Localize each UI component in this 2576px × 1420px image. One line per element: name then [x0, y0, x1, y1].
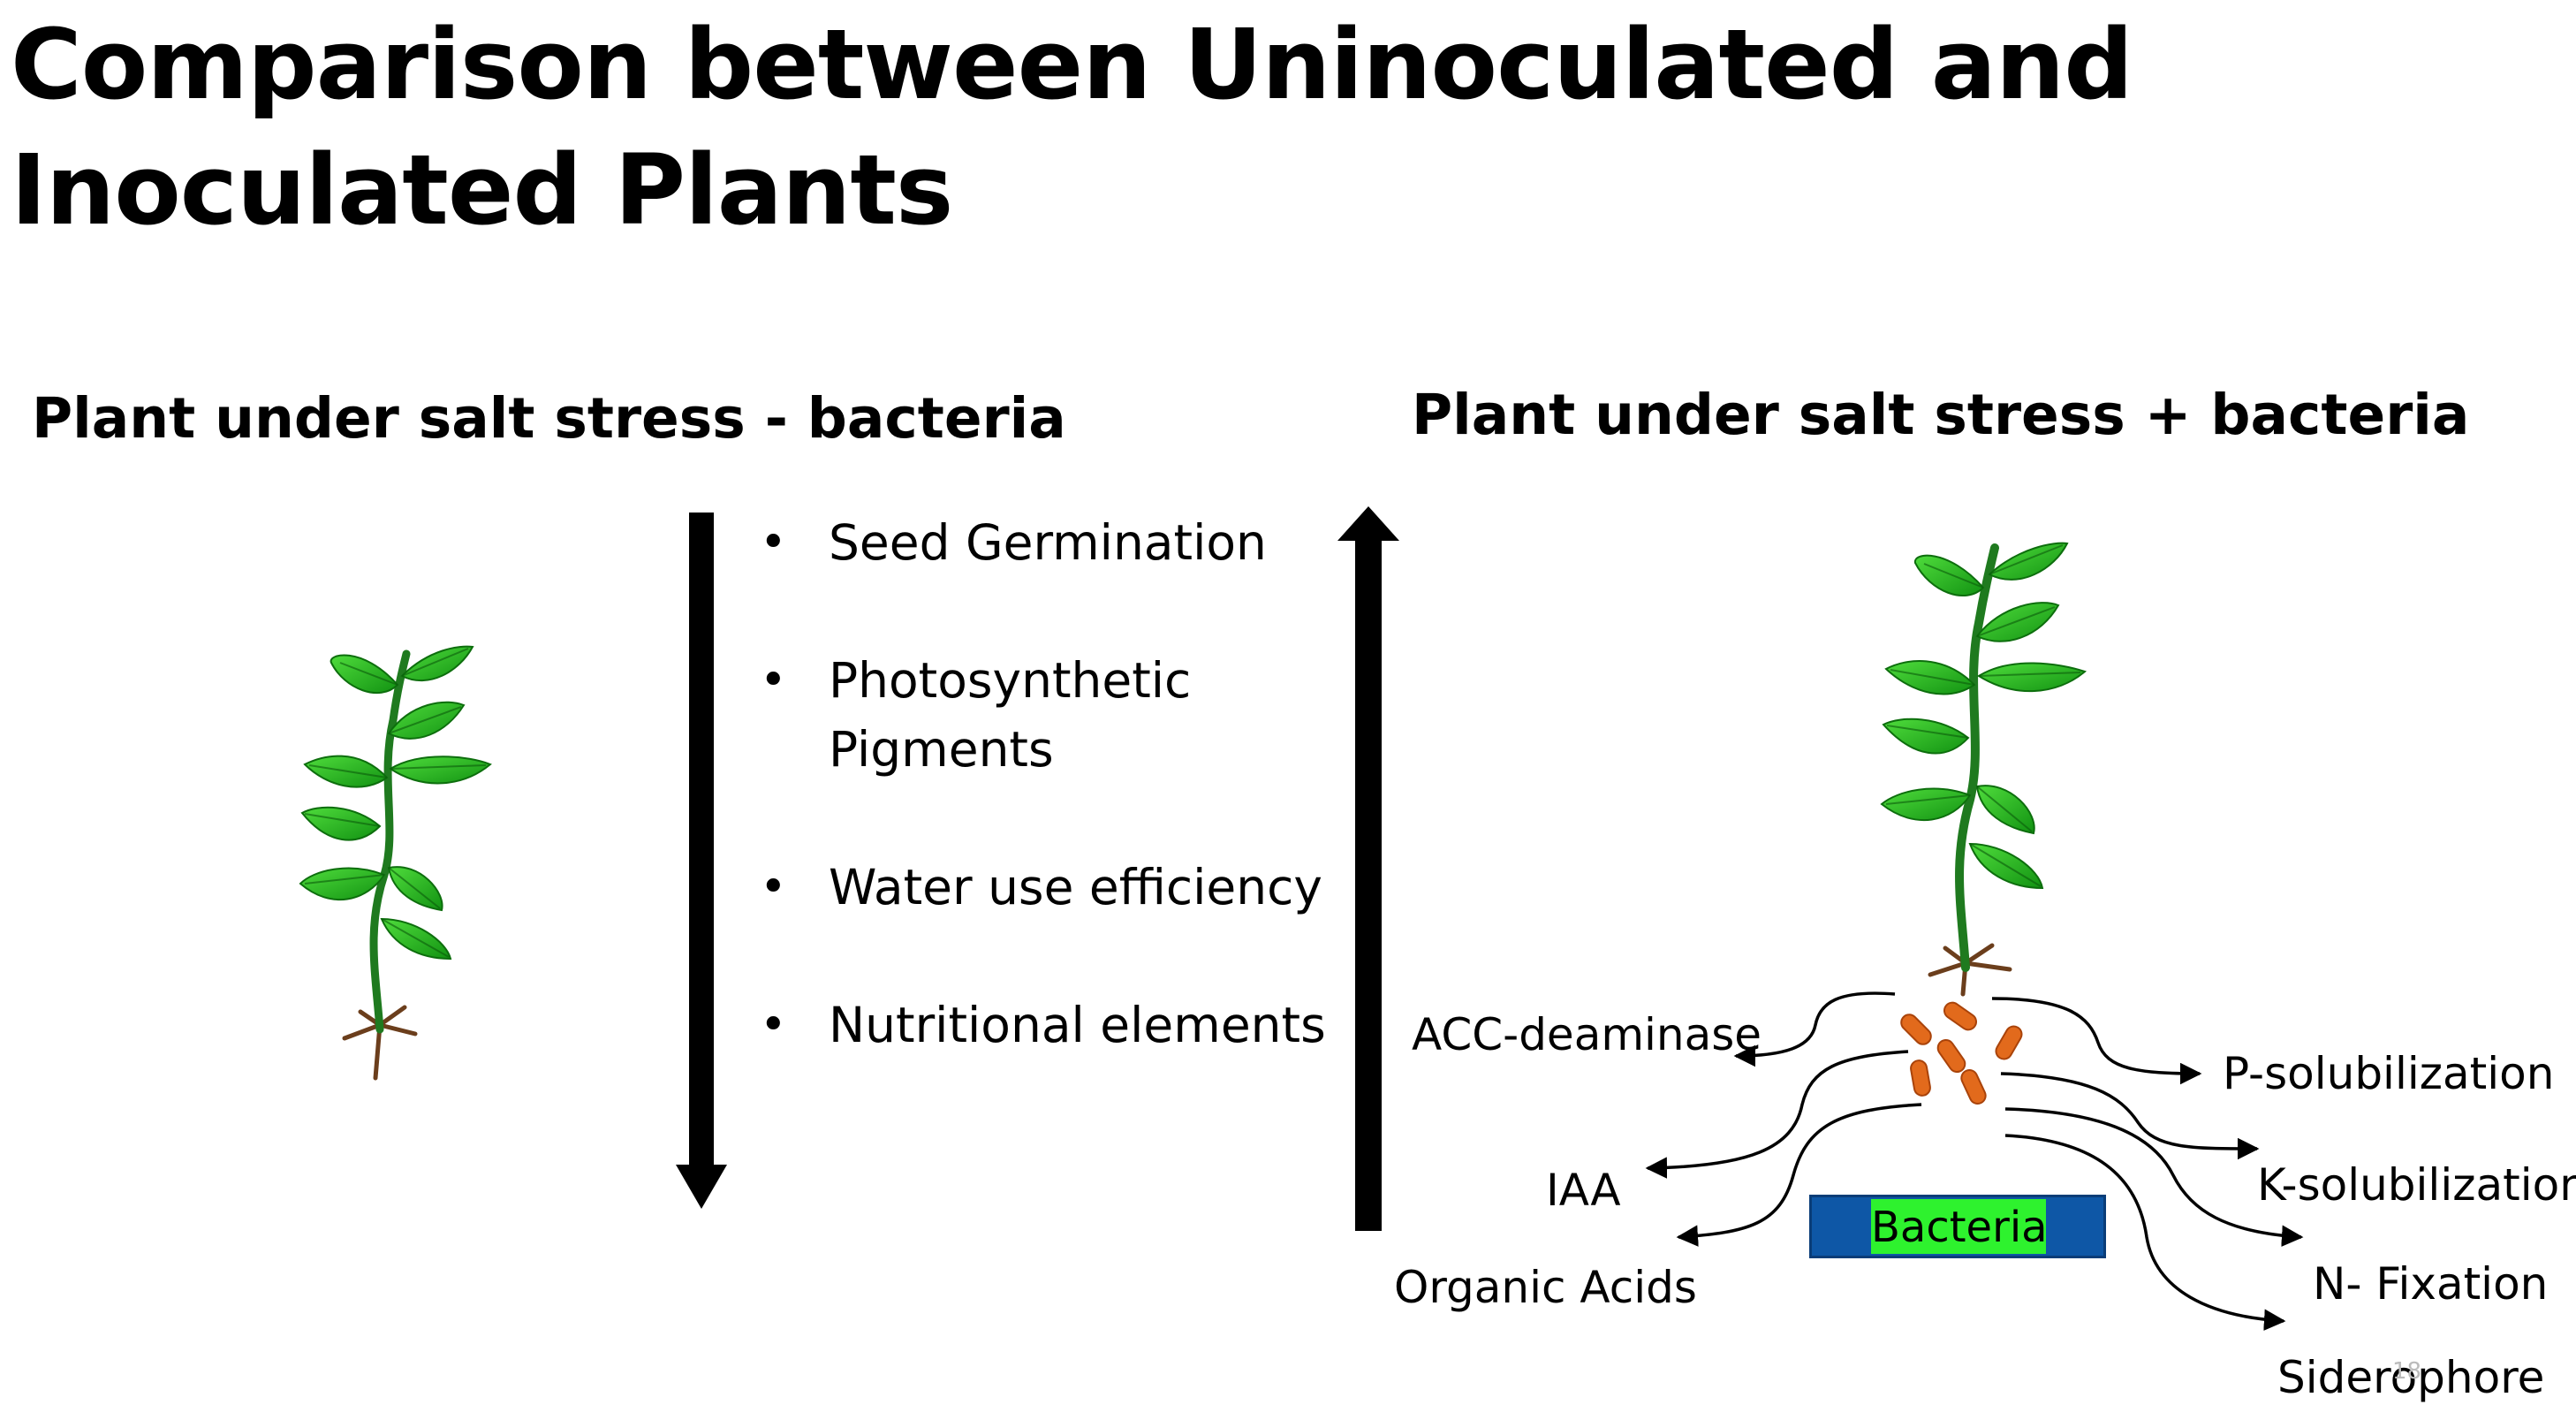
label-n-fixation: N- Fixation — [2313, 1258, 2549, 1310]
bullet-nutritional-elements: Nutritional elements — [760, 991, 1396, 1059]
arrow-p-solubilization — [1991, 997, 2202, 1085]
label-iaa: IAA — [1546, 1165, 1621, 1216]
arrow-iaa — [1645, 1050, 1909, 1179]
page-number: 18 — [2392, 1358, 2422, 1385]
page-title: Comparison between Uninoculated and Inoc… — [11, 8, 2133, 247]
arrow-siderophore — [2004, 1134, 2286, 1331]
plant-icon — [299, 645, 492, 1081]
arrow-organic-acids — [1676, 1103, 1922, 1247]
bacteria-label: Bacteria — [1871, 1199, 2048, 1254]
down-arrow — [676, 513, 727, 1209]
plant-icon — [1880, 542, 2087, 997]
arrow-acc-deaminase — [1733, 991, 1896, 1067]
bullet-water-use-efficiency: Water use efficiency — [760, 853, 1396, 922]
arrow-k-solubilization — [2000, 1072, 2260, 1160]
right-panel-heading: Plant under salt stress + bacteria — [1412, 383, 2470, 447]
arrow-n-fixation — [2004, 1107, 2304, 1247]
bullet-seed-germination: Seed Germination — [760, 508, 1396, 577]
label-k-solubilization: K-solubilization — [2257, 1159, 2576, 1211]
bacterium-icon — [1900, 1001, 2023, 1105]
label-p-solubilization: P-solubilization — [2223, 1048, 2555, 1099]
label-acc-deaminase: ACC-deaminase — [1412, 1009, 1762, 1060]
effect-list: Seed Germination Photosynthetic Pigments… — [760, 508, 1396, 1059]
left-panel-heading: Plant under salt stress - bacteria — [32, 386, 1066, 451]
bacteria-box: Bacteria — [1809, 1195, 2106, 1258]
label-siderophore: Siderophore — [2277, 1352, 2545, 1403]
bullet-photosynthetic-pigments: Photosynthetic Pigments — [760, 646, 1217, 784]
label-organic-acids: Organic Acids — [1394, 1262, 1697, 1313]
